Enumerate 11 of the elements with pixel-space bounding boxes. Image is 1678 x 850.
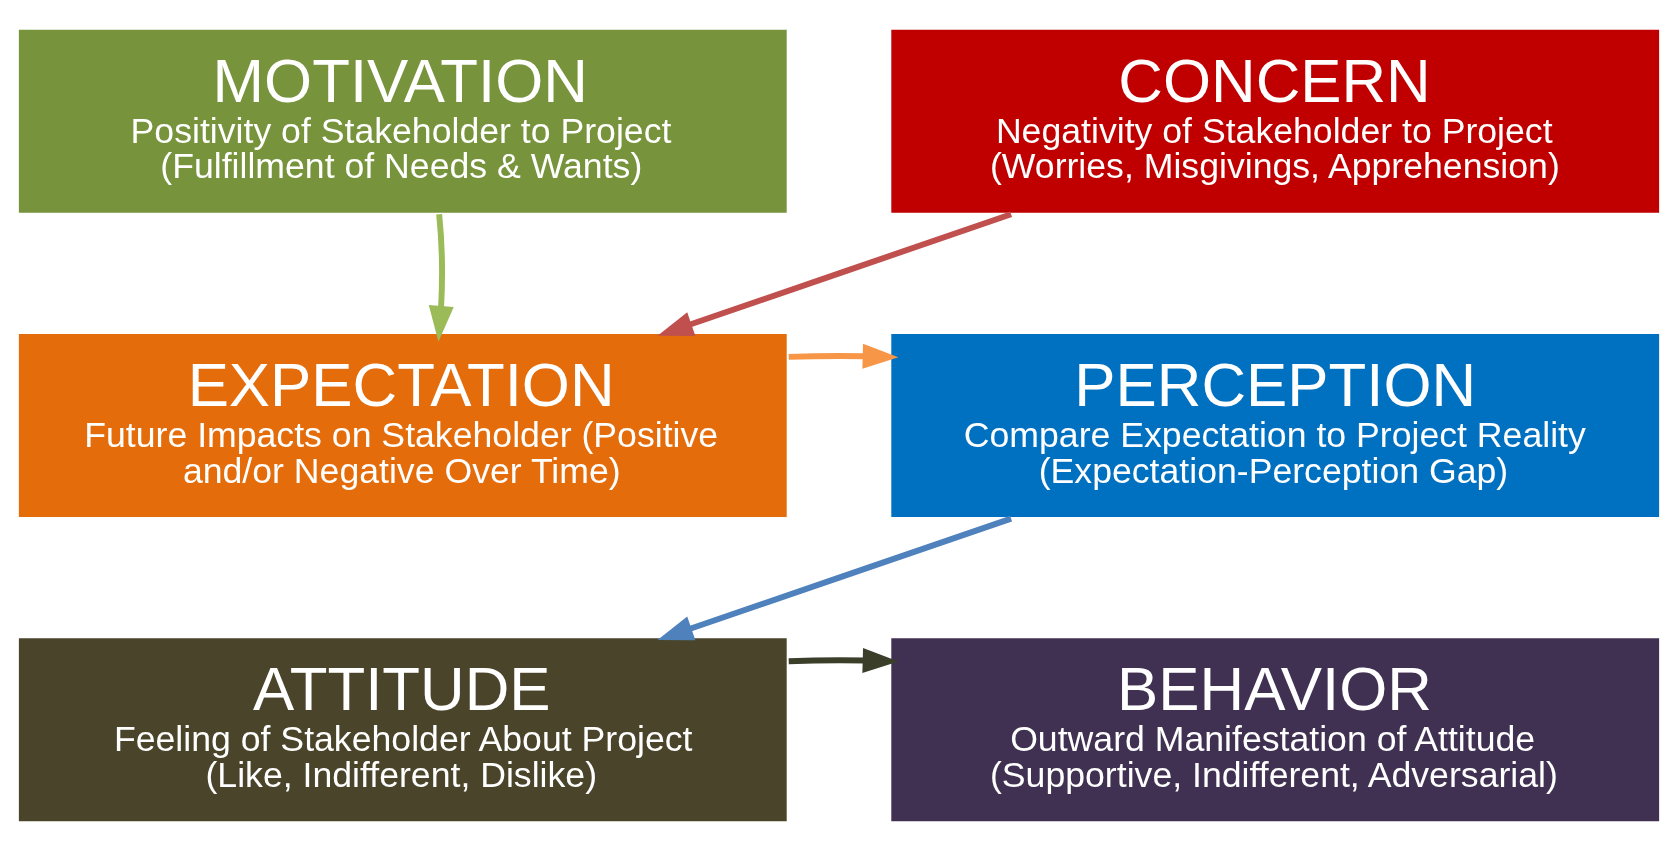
node-box: BEHAVIOR Outward Manifestation of Attitude (Supportive, Indifferent, Adversarial) — [888, 635, 1662, 824]
node-box: CONCERN Negativity of Stakeholder to Project (Worries, Misgivings, Apprehension) — [888, 26, 1662, 215]
arrow — [657, 210, 1013, 336]
node-box: PERCEPTION Compare Expectation to Project Reality (Expectation-Perception Gap) — [888, 331, 1662, 519]
node-box: ATTITUDE Feeling of Stakeholder About Project (Like, Indifferent, Dislike) — [16, 635, 790, 824]
node-box: EXPECTATION Future Impacts on Stakeholder (Positive and/or Negative Over Time) — [16, 331, 790, 519]
arrow — [428, 213, 454, 342]
arrow — [788, 647, 899, 673]
arrow — [788, 343, 899, 369]
arrow — [657, 515, 1013, 640]
node-box: MOTIVATION Positivity of Stakeholder to Project (Fulfillment of Needs & Wants) — [16, 26, 790, 215]
